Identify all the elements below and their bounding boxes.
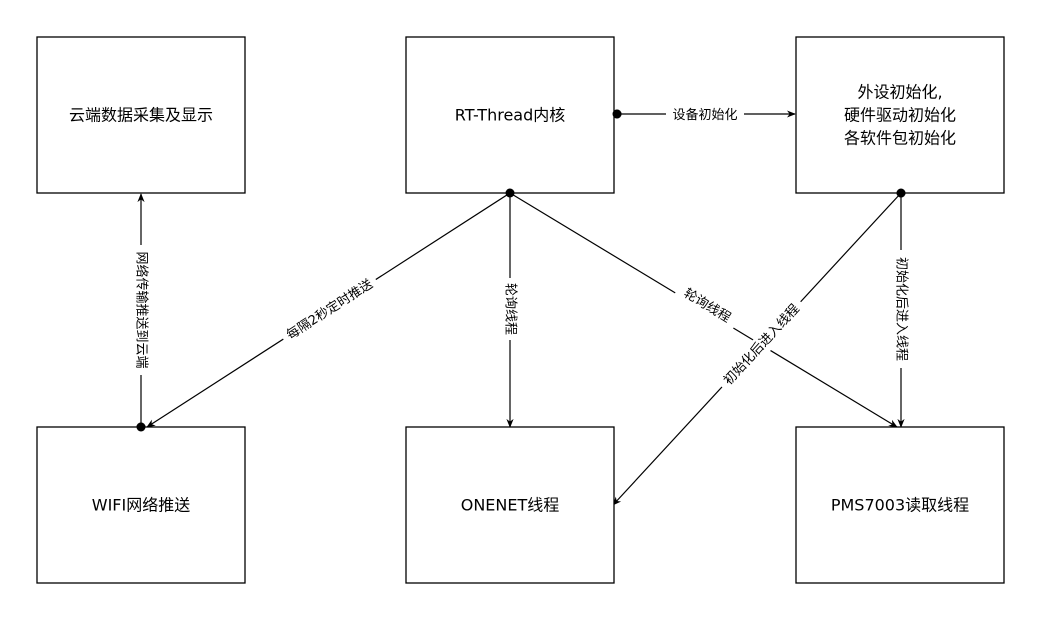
- node-cloud-label: 云端数据采集及显示: [69, 106, 213, 125]
- edge-kernel-to-peripheral: 设备初始化: [612, 104, 796, 124]
- node-kernel-label: RT-Thread内核: [455, 106, 566, 125]
- edge-label-init-enter-thread-pms: 初始化后进入线程: [894, 257, 909, 361]
- kernel-right-dot: [612, 109, 622, 119]
- node-peripheral-line-2: 硬件驱动初始化: [844, 106, 956, 125]
- edge-label-polling-thread: 轮询线程: [503, 283, 518, 335]
- node-wifi: WIFI网络推送: [36, 426, 246, 584]
- node-onenet: ONENET线程: [405, 426, 615, 584]
- node-peripheral-line-1: 外设初始化,: [857, 83, 942, 102]
- node-pms-label: PMS7003读取线程: [831, 496, 969, 515]
- node-pms: PMS7003读取线程: [795, 426, 1005, 584]
- node-kernel: RT-Thread内核: [405, 36, 615, 194]
- edge-peripheral-to-pms: 初始化后进入线程: [892, 188, 910, 428]
- node-peripheral: 外设初始化, 硬件驱动初始化 各软件包初始化: [795, 36, 1005, 194]
- edge-kernel-to-onenet: 轮询线程: [501, 193, 519, 428]
- edge-wifi-to-cloud: 网络传输推送到云端: [132, 193, 150, 432]
- edge-label-push-every-2s: 每隔2秒定时推送: [284, 276, 376, 343]
- node-onenet-label: ONENET线程: [461, 496, 560, 515]
- edge-kernel-to-pms: 轮询线程: [509, 192, 898, 428]
- peripheral-origin-dot: [896, 188, 906, 198]
- node-cloud: 云端数据采集及显示: [36, 36, 246, 194]
- edge-label-network-push: 网络传输推送到云端: [134, 251, 150, 368]
- wifi-origin-dot: [136, 422, 146, 432]
- node-peripheral-line-3: 各软件包初始化: [844, 129, 956, 148]
- edge-label-device-init: 设备初始化: [672, 107, 737, 123]
- node-wifi-label: WIFI网络推送: [92, 496, 190, 515]
- kernel-origin-dot: [505, 188, 515, 198]
- edge-kernel-to-wifi: 每隔2秒定时推送: [146, 192, 511, 428]
